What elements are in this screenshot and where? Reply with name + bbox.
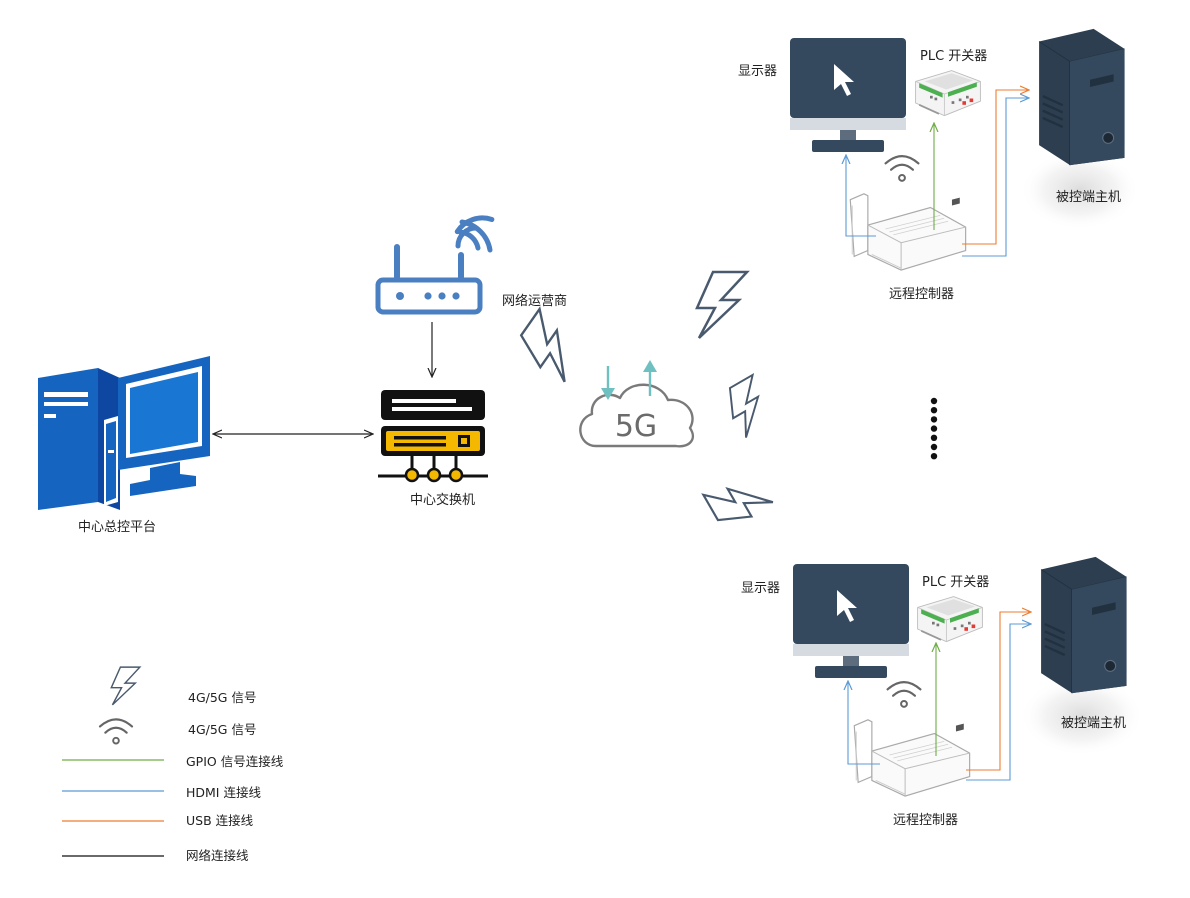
monitor-label-top: 显示器 [738, 64, 778, 79]
plc-switch-icon [914, 69, 982, 117]
legend [62, 666, 164, 857]
ellipsis-dot [930, 425, 938, 432]
hdmi-line-monitor [848, 682, 880, 765]
remote-controller-label-top: 远程控制器 [889, 287, 955, 302]
monitor-label-bottom: 显示器 [741, 581, 781, 596]
central-switch-label: 中心交换机 [410, 493, 476, 508]
ellipsis-dot [930, 397, 938, 405]
legend-lightning-icon [110, 666, 141, 706]
site-bottom [793, 555, 1144, 797]
remote-controller-icon [849, 193, 967, 271]
wifi-icon [884, 154, 920, 182]
ellipsis-dot [930, 443, 938, 451]
ellipsis-dots [930, 397, 938, 460]
hdmi-line-monitor [846, 156, 876, 237]
hdmi-line-host [966, 624, 1030, 781]
cloud-5g-icon [579, 360, 695, 448]
legend-label-wifi: 4G/5G 信号 [188, 722, 257, 737]
monitor-icon [790, 38, 906, 152]
monitor-icon [793, 564, 909, 678]
site-top [790, 27, 1140, 271]
controlled-host-icon [1037, 27, 1126, 167]
remote-controller-label-bottom: 远程控制器 [893, 813, 959, 828]
usb-line [962, 90, 1028, 245]
plc-switch-icon [916, 595, 984, 643]
hdmi-line-host [962, 98, 1028, 257]
central-platform-label: 中心总控平台 [78, 520, 157, 535]
ellipsis-dot [930, 434, 938, 441]
ellipsis-dot [930, 416, 938, 423]
usb-line [966, 612, 1030, 771]
ellipsis-dot [930, 407, 938, 414]
carrier-label: 网络运营商 [502, 294, 568, 309]
lightning-icon-bottom [701, 464, 776, 534]
controlled-host-label-bottom: 被控端主机 [1061, 716, 1127, 731]
central-platform-pc-icon [38, 356, 210, 510]
legend-label-lightning: 4G/5G 信号 [188, 690, 257, 705]
lightning-icon-carrier [510, 307, 593, 386]
wifi-icon [886, 680, 922, 708]
legend-label-network: 网络连接线 [186, 848, 249, 863]
plc-switch-label-top: PLC 开关器 [920, 49, 988, 64]
legend-label-usb: USB 连接线 [186, 813, 254, 828]
cloud-5g-label: 5G [615, 409, 657, 444]
plc-switch-label-bottom: PLC 开关器 [922, 575, 990, 590]
controlled-host-icon [1039, 555, 1128, 695]
lightning-icon-middle [717, 373, 780, 440]
legend-label-hdmi: HDMI 连接线 [186, 785, 261, 800]
lightning-icon-top [695, 270, 749, 340]
central-switch-icon [378, 390, 488, 483]
ellipsis-dot [930, 453, 938, 460]
legend-wifi-icon [98, 718, 134, 745]
controlled-host-label-top: 被控端主机 [1056, 190, 1122, 205]
router-icon [375, 215, 495, 315]
remote-controller-icon [853, 719, 971, 797]
legend-label-gpio: GPIO 信号连接线 [186, 754, 284, 769]
